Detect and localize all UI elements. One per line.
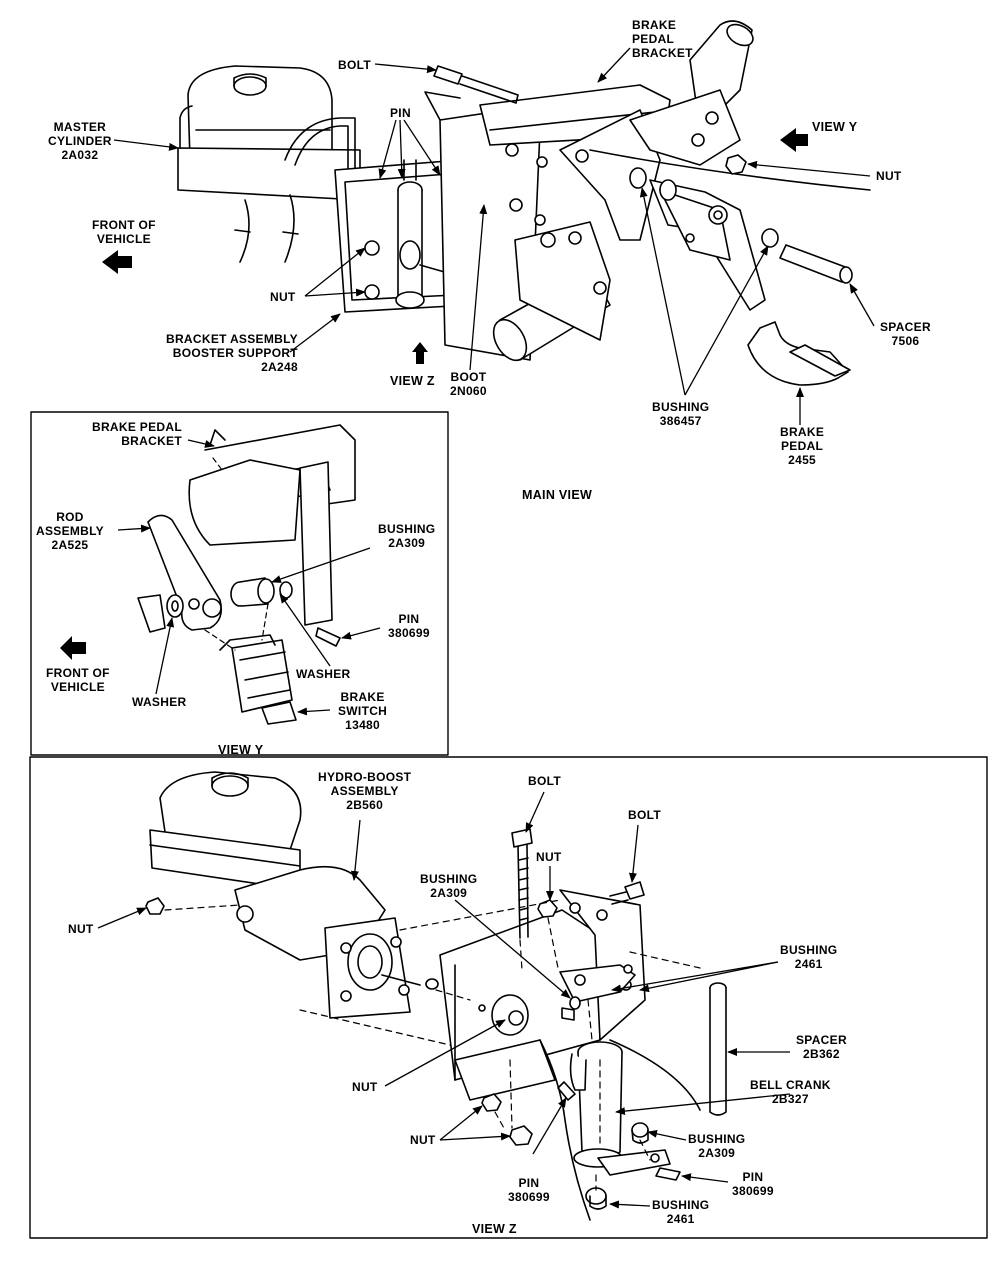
view-z-spacer-label: SPACER 2B362 [796,1033,847,1061]
view-z-bolt-right-label: BOLT [628,808,661,822]
view-z-bushing-2a309-label: BUSHING 2A309 [420,872,478,900]
view-y-washer-left-label: WASHER [132,695,187,709]
main-bushing-label: BUSHING 386457 [652,400,710,428]
main-front-of-vehicle-label: FRONT OF VEHICLE [92,218,156,246]
view-y-pin-label: PIN 380699 [388,612,430,640]
main-nut-right-label: NUT [876,169,902,183]
view-z-pin-left-label: PIN 380699 [508,1176,550,1204]
view-y-brake-switch-label: BRAKE SWITCH 13480 [338,690,388,732]
main-boot-label: BOOT 2N060 [450,370,487,398]
view-y-drawing [137,424,356,725]
main-brake-pedal-label: BRAKE PEDAL 2455 [780,425,825,467]
view-z-bushing-2461-top-label: BUSHING 2461 [780,943,838,971]
view-z-bushing-2a309-bottom-label: BUSHING 2A309 [688,1132,746,1160]
view-y-rod-assembly-label: ROD ASSEMBLY 2A525 [36,510,104,552]
main-bolt-label: BOLT [338,58,371,72]
main-view-drawing [177,20,871,386]
main-pin-label: PIN [390,106,411,120]
view-z-pin-right-label: PIN 380699 [732,1170,774,1198]
view-y-bushing-label: BUSHING 2A309 [378,522,436,550]
view-y-frame [30,411,449,756]
view-z-title: VIEW Z [472,1222,517,1236]
main-master-cylinder-label: MASTER CYLINDER 2A032 [48,120,112,162]
front-of-vehicle-arrow-main [102,250,132,274]
view-z-arrow-main [412,342,428,364]
main-bracket-assembly-label: BRACKET ASSEMBLY BOOSTER SUPPORT 2A248 [166,332,298,374]
view-z-nut-bottom-label: NUT [410,1133,436,1147]
main-spacer-label: SPACER 7506 [880,320,931,348]
view-z-frame [29,756,988,1239]
main-view-z-label: VIEW Z [390,374,435,388]
main-view-title: MAIN VIEW [522,488,593,502]
view-z-bolt-top-label: BOLT [528,774,561,788]
view-z-hydro-boost-label: HYDRO-BOOST ASSEMBLY 2B560 [318,770,412,812]
main-view-y-label: VIEW Y [812,120,858,134]
view-z-nut-mid-label: NUT [352,1080,378,1094]
view-y-front-of-vehicle-label: FRONT OF VEHICLE [46,666,110,694]
main-brake-pedal-bracket-label: BRAKE PEDAL BRACKET [632,18,693,60]
main-nut-left-label: NUT [270,290,296,304]
view-z-nut-top-label: NUT [536,850,562,864]
view-z-nut-left-label: NUT [68,922,94,936]
front-of-vehicle-arrow-view-y [60,636,86,660]
view-z-bushing-2461-bottom-label: BUSHING 2461 [652,1198,710,1226]
view-z-bell-crank-label: BELL CRANK 2B327 [750,1078,831,1106]
view-y-arrow-main [780,128,808,152]
view-y-title: VIEW Y [218,743,264,757]
view-y-washer-right-label: WASHER [296,667,351,681]
view-z-drawing [145,771,727,1221]
view-y-brake-pedal-bracket-label: BRAKE PEDAL BRACKET [92,420,182,448]
